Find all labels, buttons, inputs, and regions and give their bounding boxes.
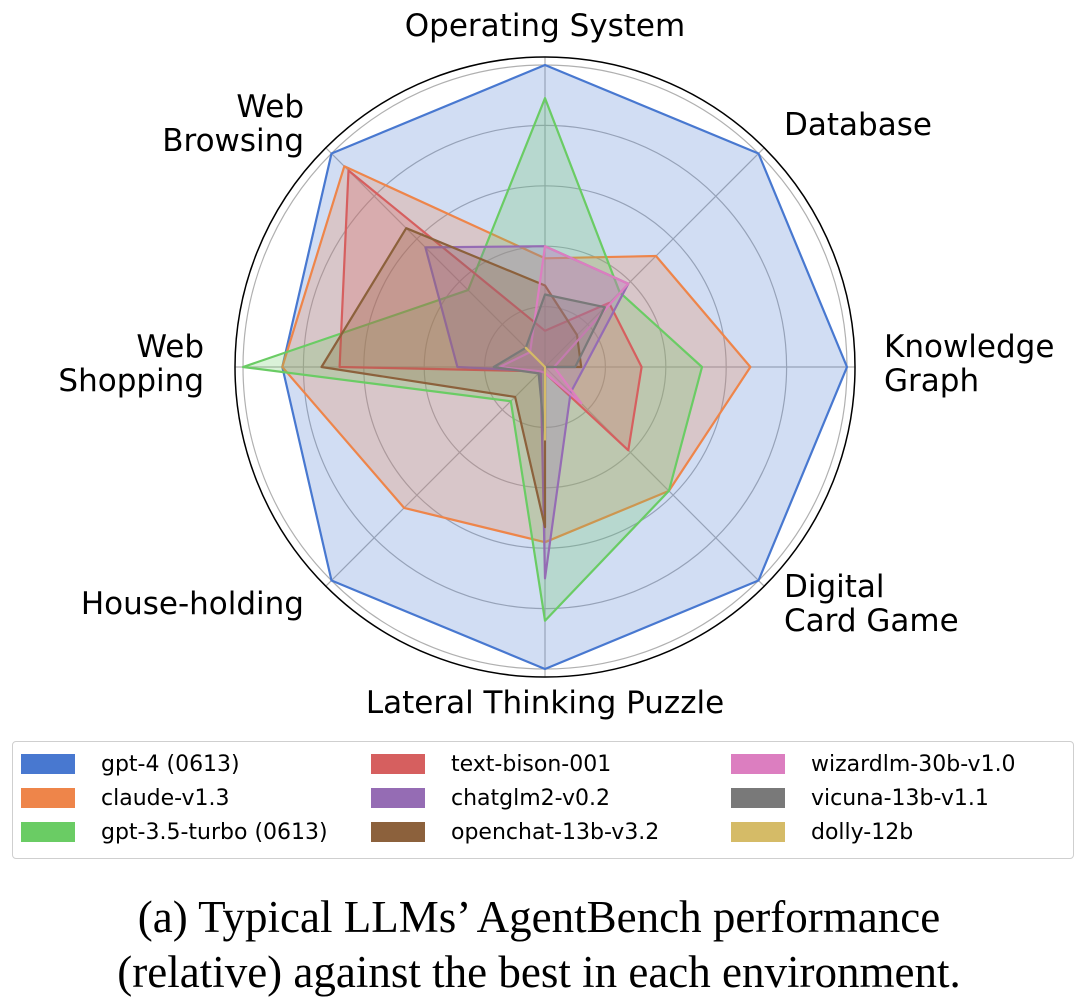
axis-label-line: Operating System bbox=[405, 8, 685, 44]
legend-label: openchat-13b-v3.2 bbox=[451, 819, 660, 845]
legend-item: chatglm2-v0.2 bbox=[371, 783, 610, 813]
axis-label-line: Digital bbox=[784, 569, 885, 605]
legend-label: vicuna-13b-v1.1 bbox=[811, 785, 989, 811]
series-5 bbox=[424, 245, 630, 580]
series-outline bbox=[241, 97, 704, 622]
legend-swatch bbox=[731, 754, 785, 774]
series-area bbox=[339, 170, 642, 451]
axis-label-line: Browsing bbox=[162, 123, 304, 159]
axis-label-line: Database bbox=[784, 107, 932, 143]
axis-label-line: Knowledge bbox=[884, 329, 1054, 365]
axis-label-1: Operating System bbox=[405, 8, 685, 44]
axis-label-line: Shopping bbox=[58, 363, 204, 399]
axis-label-6: House-holding bbox=[81, 586, 304, 622]
legend-item: text-bison-001 bbox=[371, 749, 611, 779]
series-outline bbox=[524, 346, 547, 441]
legend-label: wizardlm-30b-v1.0 bbox=[811, 751, 1016, 777]
legend-item: dolly-12b bbox=[731, 817, 913, 847]
legend-item: claude-v1.3 bbox=[21, 783, 230, 813]
legend-label: claude-v1.3 bbox=[101, 785, 230, 811]
series-9 bbox=[524, 346, 547, 441]
axis-label-line: Card Game bbox=[784, 603, 959, 639]
series-outline bbox=[320, 227, 583, 529]
legend-swatch bbox=[731, 788, 785, 808]
axis-label-line: Lateral Thinking Puzzle bbox=[366, 685, 724, 721]
axis-label-5: Lateral Thinking Puzzle bbox=[366, 685, 724, 721]
legend-label: text-bison-001 bbox=[451, 751, 612, 777]
legend-item: gpt-3.5-turbo (0613) bbox=[21, 817, 328, 847]
polar-frame bbox=[234, 56, 856, 678]
series-3 bbox=[241, 97, 704, 622]
series-area bbox=[425, 246, 629, 579]
series-area bbox=[499, 246, 629, 404]
spoke-6 bbox=[325, 366, 546, 587]
series-outline bbox=[424, 245, 630, 580]
legend-label: dolly-12b bbox=[811, 819, 914, 845]
series-6 bbox=[320, 227, 583, 529]
figure-caption: (a) Typical LLMs’ AgentBench performance… bbox=[0, 890, 1078, 1000]
legend-swatch bbox=[371, 788, 425, 808]
spoke-8 bbox=[325, 147, 546, 368]
legend-swatch bbox=[371, 754, 425, 774]
legend-item: vicuna-13b-v1.1 bbox=[731, 783, 989, 813]
caption-line-2: (relative) against the best in each envi… bbox=[117, 947, 961, 997]
legend-label: gpt-3.5-turbo (0613) bbox=[101, 819, 328, 845]
legend-swatch bbox=[371, 822, 425, 842]
axis-label-line: Web bbox=[136, 329, 204, 365]
spoke-2 bbox=[544, 147, 765, 368]
legend-item: wizardlm-30b-v1.0 bbox=[731, 749, 1016, 779]
axis-label-line: Web bbox=[236, 89, 304, 125]
radar-series bbox=[241, 63, 849, 671]
legend-label: chatglm2-v0.2 bbox=[451, 785, 611, 811]
legend-item: gpt-4 (0613) bbox=[21, 749, 240, 779]
axis-label-line: House-holding bbox=[81, 586, 304, 622]
series-outline bbox=[281, 63, 849, 671]
legend: gpt-4 (0613) claude-v1.3 gpt-3.5-turbo (06… bbox=[12, 741, 1074, 859]
axis-label-2: Database bbox=[784, 107, 932, 143]
legend-swatch bbox=[731, 822, 785, 842]
caption-line-1: (a) Typical LLMs’ AgentBench performance bbox=[137, 892, 941, 942]
axis-label-line: Graph bbox=[884, 363, 979, 399]
legend-swatch bbox=[21, 788, 75, 808]
legend-item: openchat-13b-v3.2 bbox=[371, 817, 659, 847]
legend-swatch bbox=[21, 822, 75, 842]
legend-label: gpt-4 (0613) bbox=[101, 751, 240, 777]
series-area bbox=[243, 98, 702, 621]
legend-swatch bbox=[21, 754, 75, 774]
series-area bbox=[321, 228, 582, 528]
